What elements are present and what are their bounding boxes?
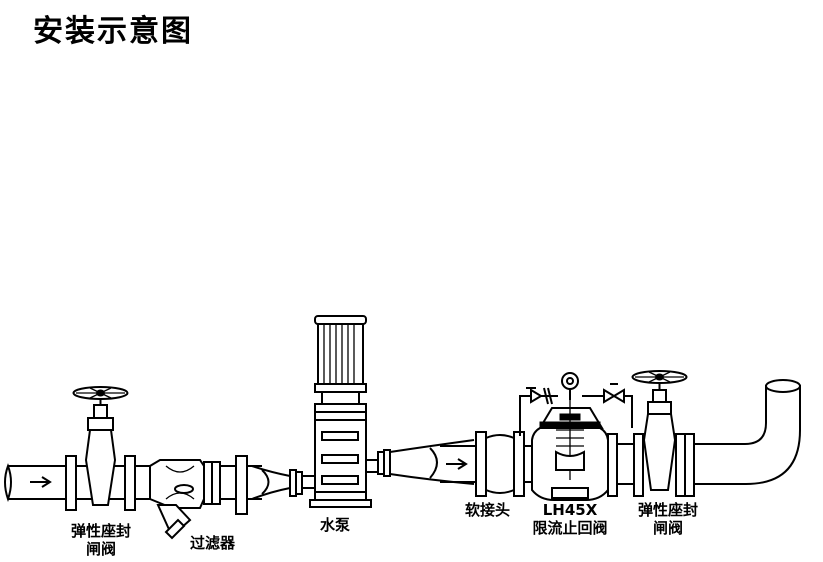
flexible-joint (440, 431, 525, 497)
inlet-pipe (4, 463, 66, 503)
y-strainer (149, 459, 236, 540)
vertical-pump (309, 315, 372, 508)
suction-flexible-hose (251, 465, 314, 500)
discharge-flexible-hose (366, 439, 475, 485)
label-gate-valve-right-line2: 闸阀 (652, 519, 683, 537)
label-check-valve-model: LH45X (542, 501, 598, 519)
label-flexible-joint: 软接头 (465, 501, 511, 519)
label-gate-valve-left-line2: 闸阀 (85, 540, 116, 558)
label-gate-valve-right-line1: 弹性座封 (637, 501, 698, 519)
lh45x-check-valve (516, 372, 633, 501)
gate-valve-left (65, 386, 136, 511)
label-check-valve: LH45X 限流止回阀 (528, 501, 612, 537)
label-gate-valve-left: 弹性座封 闸阀 (66, 522, 136, 558)
label-pump: 水泵 (320, 516, 351, 534)
flange-pair-left (235, 455, 262, 515)
label-gate-valve-right: 弹性座封 闸阀 (633, 501, 703, 537)
label-check-valve-name: 限流止回阀 (532, 519, 608, 537)
label-strainer: 过滤器 (190, 534, 236, 552)
gate-valve-right (607, 370, 695, 497)
page-title: 安装示意图 (33, 14, 193, 49)
label-gate-valve-left-line1: 弹性座封 (70, 522, 131, 540)
outlet-elbow-pipe (693, 379, 801, 485)
